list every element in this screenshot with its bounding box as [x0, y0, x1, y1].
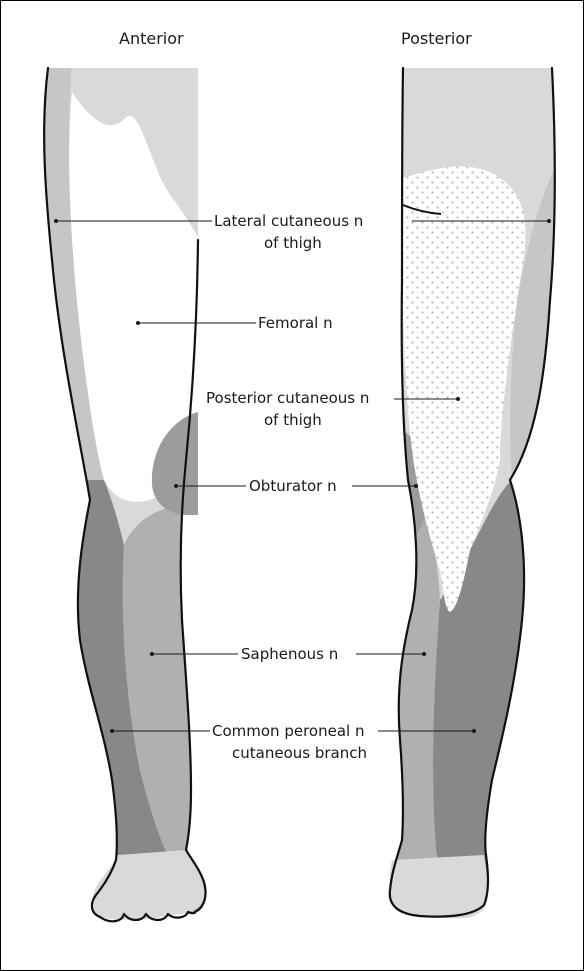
label-femoral: Femoral n	[258, 314, 333, 332]
label-lateral-cutaneous-line1: Lateral cutaneous n	[214, 212, 363, 230]
dot-posterior-cutaneous	[456, 397, 460, 401]
anterior-leg	[30, 60, 230, 940]
dot-obturator-anterior	[174, 484, 178, 488]
anterior-foot	[93, 850, 204, 917]
dot-femoral	[136, 321, 140, 325]
label-posterior-cutaneous-line2: of thigh	[264, 411, 322, 429]
posterior-foot	[389, 855, 488, 918]
posterior-title: Posterior	[401, 29, 472, 48]
dot-peroneal-posterior	[472, 729, 476, 733]
posterior-leg	[380, 60, 570, 940]
anterior-title: Anterior	[119, 29, 184, 48]
label-posterior-cutaneous-line1: Posterior cutaneous n	[206, 389, 369, 407]
label-common-peroneal-line1: Common peroneal n	[212, 722, 364, 740]
dot-lateral-posterior	[547, 219, 551, 223]
label-lateral-cutaneous-line2: of thigh	[264, 234, 322, 252]
dot-lateral-anterior	[54, 219, 58, 223]
label-obturator: Obturator n	[249, 477, 337, 495]
labels: Lateral cutaneous n of thigh Femoral n P…	[206, 212, 369, 762]
dot-peroneal-anterior	[110, 729, 114, 733]
label-common-peroneal-line2: cutaneous branch	[232, 744, 367, 762]
dot-obturator-posterior	[414, 484, 418, 488]
dot-saphenous-anterior	[150, 652, 154, 656]
dot-saphenous-posterior	[422, 652, 426, 656]
label-saphenous: Saphenous n	[241, 645, 338, 663]
